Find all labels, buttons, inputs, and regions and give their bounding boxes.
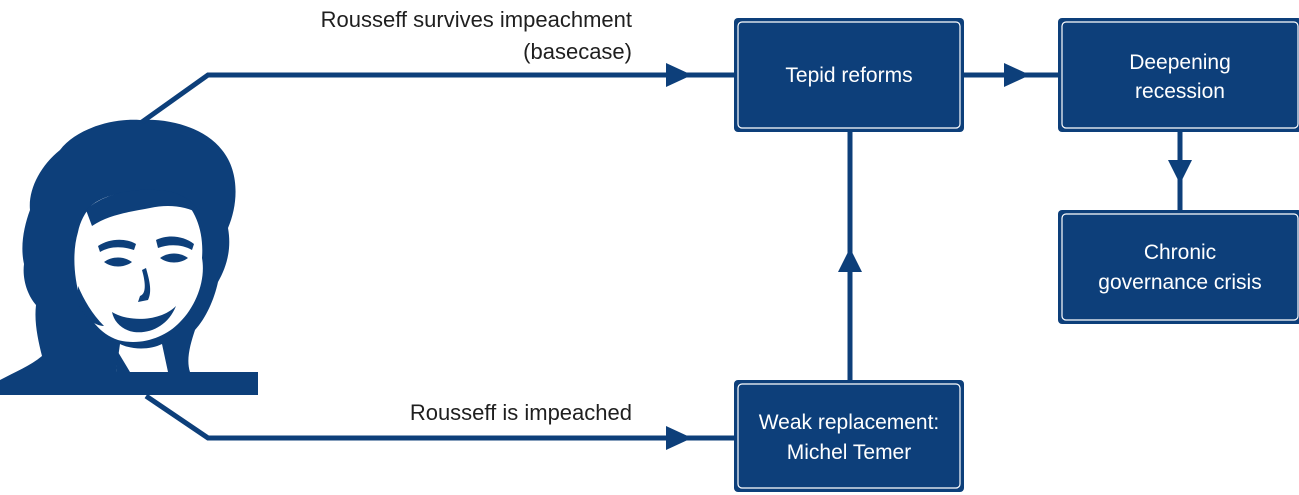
edge-recession-crisis-arrow-icon [1168,160,1192,184]
edge-tepid-recession-arrow-icon [1004,63,1030,87]
node-weak-replacement-label-2: Michel Temer [787,441,911,464]
node-weak-replacement-label-1: Weak replacement: [759,411,940,434]
portrait-silhouette-icon [0,119,258,395]
node-tepid-reforms: Tepid reforms [734,18,964,132]
node-weak-replacement: Weak replacement: Michel Temer [734,380,964,492]
edge-survives-arrow-icon [666,63,692,87]
node-deepening-recession: Deepening recession [1058,18,1299,132]
edge-impeached-arrow-icon [666,426,692,450]
node-deepening-recession-label-2: recession [1135,80,1225,103]
edge-survives-line [140,72,734,125]
node-deepening-recession-label-1: Deepening [1129,51,1231,74]
edge-label-survives-line2: (basecase) [523,39,632,64]
node-chronic-governance-crisis: Chronic governance crisis [1058,210,1299,324]
edge-label-impeached: Rousseff is impeached [410,400,632,425]
connector-lines [140,63,1192,450]
node-chronic-governance-crisis-label-2: governance crisis [1098,271,1261,294]
node-chronic-governance-crisis-label-1: Chronic [1144,241,1216,264]
edge-replacement-tepid-arrow-icon [838,248,862,272]
edge-label-survives-line1: Rousseff survives impeachment [321,7,632,32]
edge-impeached-line [144,393,734,441]
node-tepid-reforms-label: Tepid reforms [785,64,912,87]
